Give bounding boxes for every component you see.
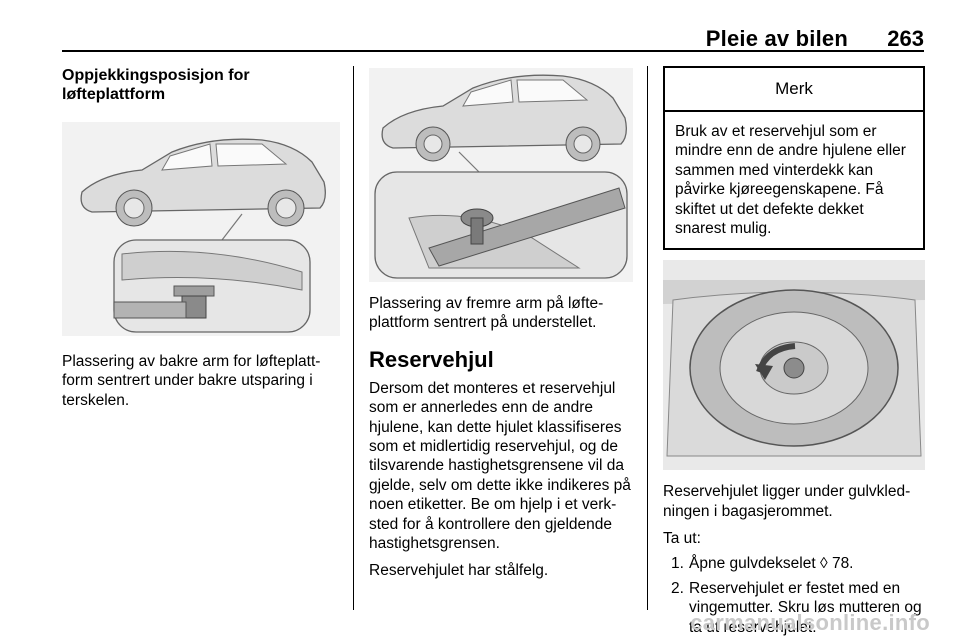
column-3: Merk Bruk av et reservehjul som er mindr… [663,66,925,643]
column-1: Oppjekkingsposisjon for løfteplattform P… [62,62,340,410]
spare-wheel-caption: Reservehjulet ligger under gulvkled-ning… [663,483,911,520]
steps-intro: Ta ut: [663,530,701,548]
page-header-title: Pleie av bilen [705,26,848,51]
front-lift-arm-illustration [369,68,633,282]
spare-wheel-illustration [663,260,925,471]
rear-lift-arm-illustration [62,122,340,336]
header-rule [62,50,924,52]
list-item: 2. Reservehjulet er festet med en vingem… [663,579,925,637]
rear-arm-caption: Plassering av bakre arm for løfteplatt-f… [62,353,321,409]
step-number: 1. [671,554,684,572]
note-body: Bruk av et reservehjul som er mindre enn… [675,123,906,238]
column-divider-left [353,66,354,610]
reservehjul-paragraph-2: Reservehjulet har stålfelg. [369,562,549,580]
page-number: 263 [887,26,924,51]
section-heading-lift-position: Oppjekkingsposisjon for løfteplattform [62,67,250,103]
note-title: Merk [665,68,923,112]
column-divider-right [647,66,648,610]
steps-list: 1. Åpne gulvdekselet ◊ 78. 2. Reservehju… [663,554,925,638]
step-number: 2. [671,580,684,598]
note-box: Merk Bruk av et reservehjul som er mindr… [663,66,925,251]
reservehjul-paragraph-1: Dersom det monteres et reservehjul som e… [369,379,631,553]
step-text: Reservehjulet er festet med en vingemutt… [689,580,922,636]
front-arm-caption: Plassering av fremre arm på løfte-plattf… [369,295,604,332]
step-text: Åpne gulvdekselet ◊ 78. [689,554,854,572]
column-2: Plassering av fremre arm på løfte-plattf… [369,62,637,581]
section-title-reservehjul: Reservehjul [369,346,494,372]
watermark: carmanualsonline.info [690,610,930,635]
list-item: 1. Åpne gulvdekselet ◊ 78. [663,554,925,573]
